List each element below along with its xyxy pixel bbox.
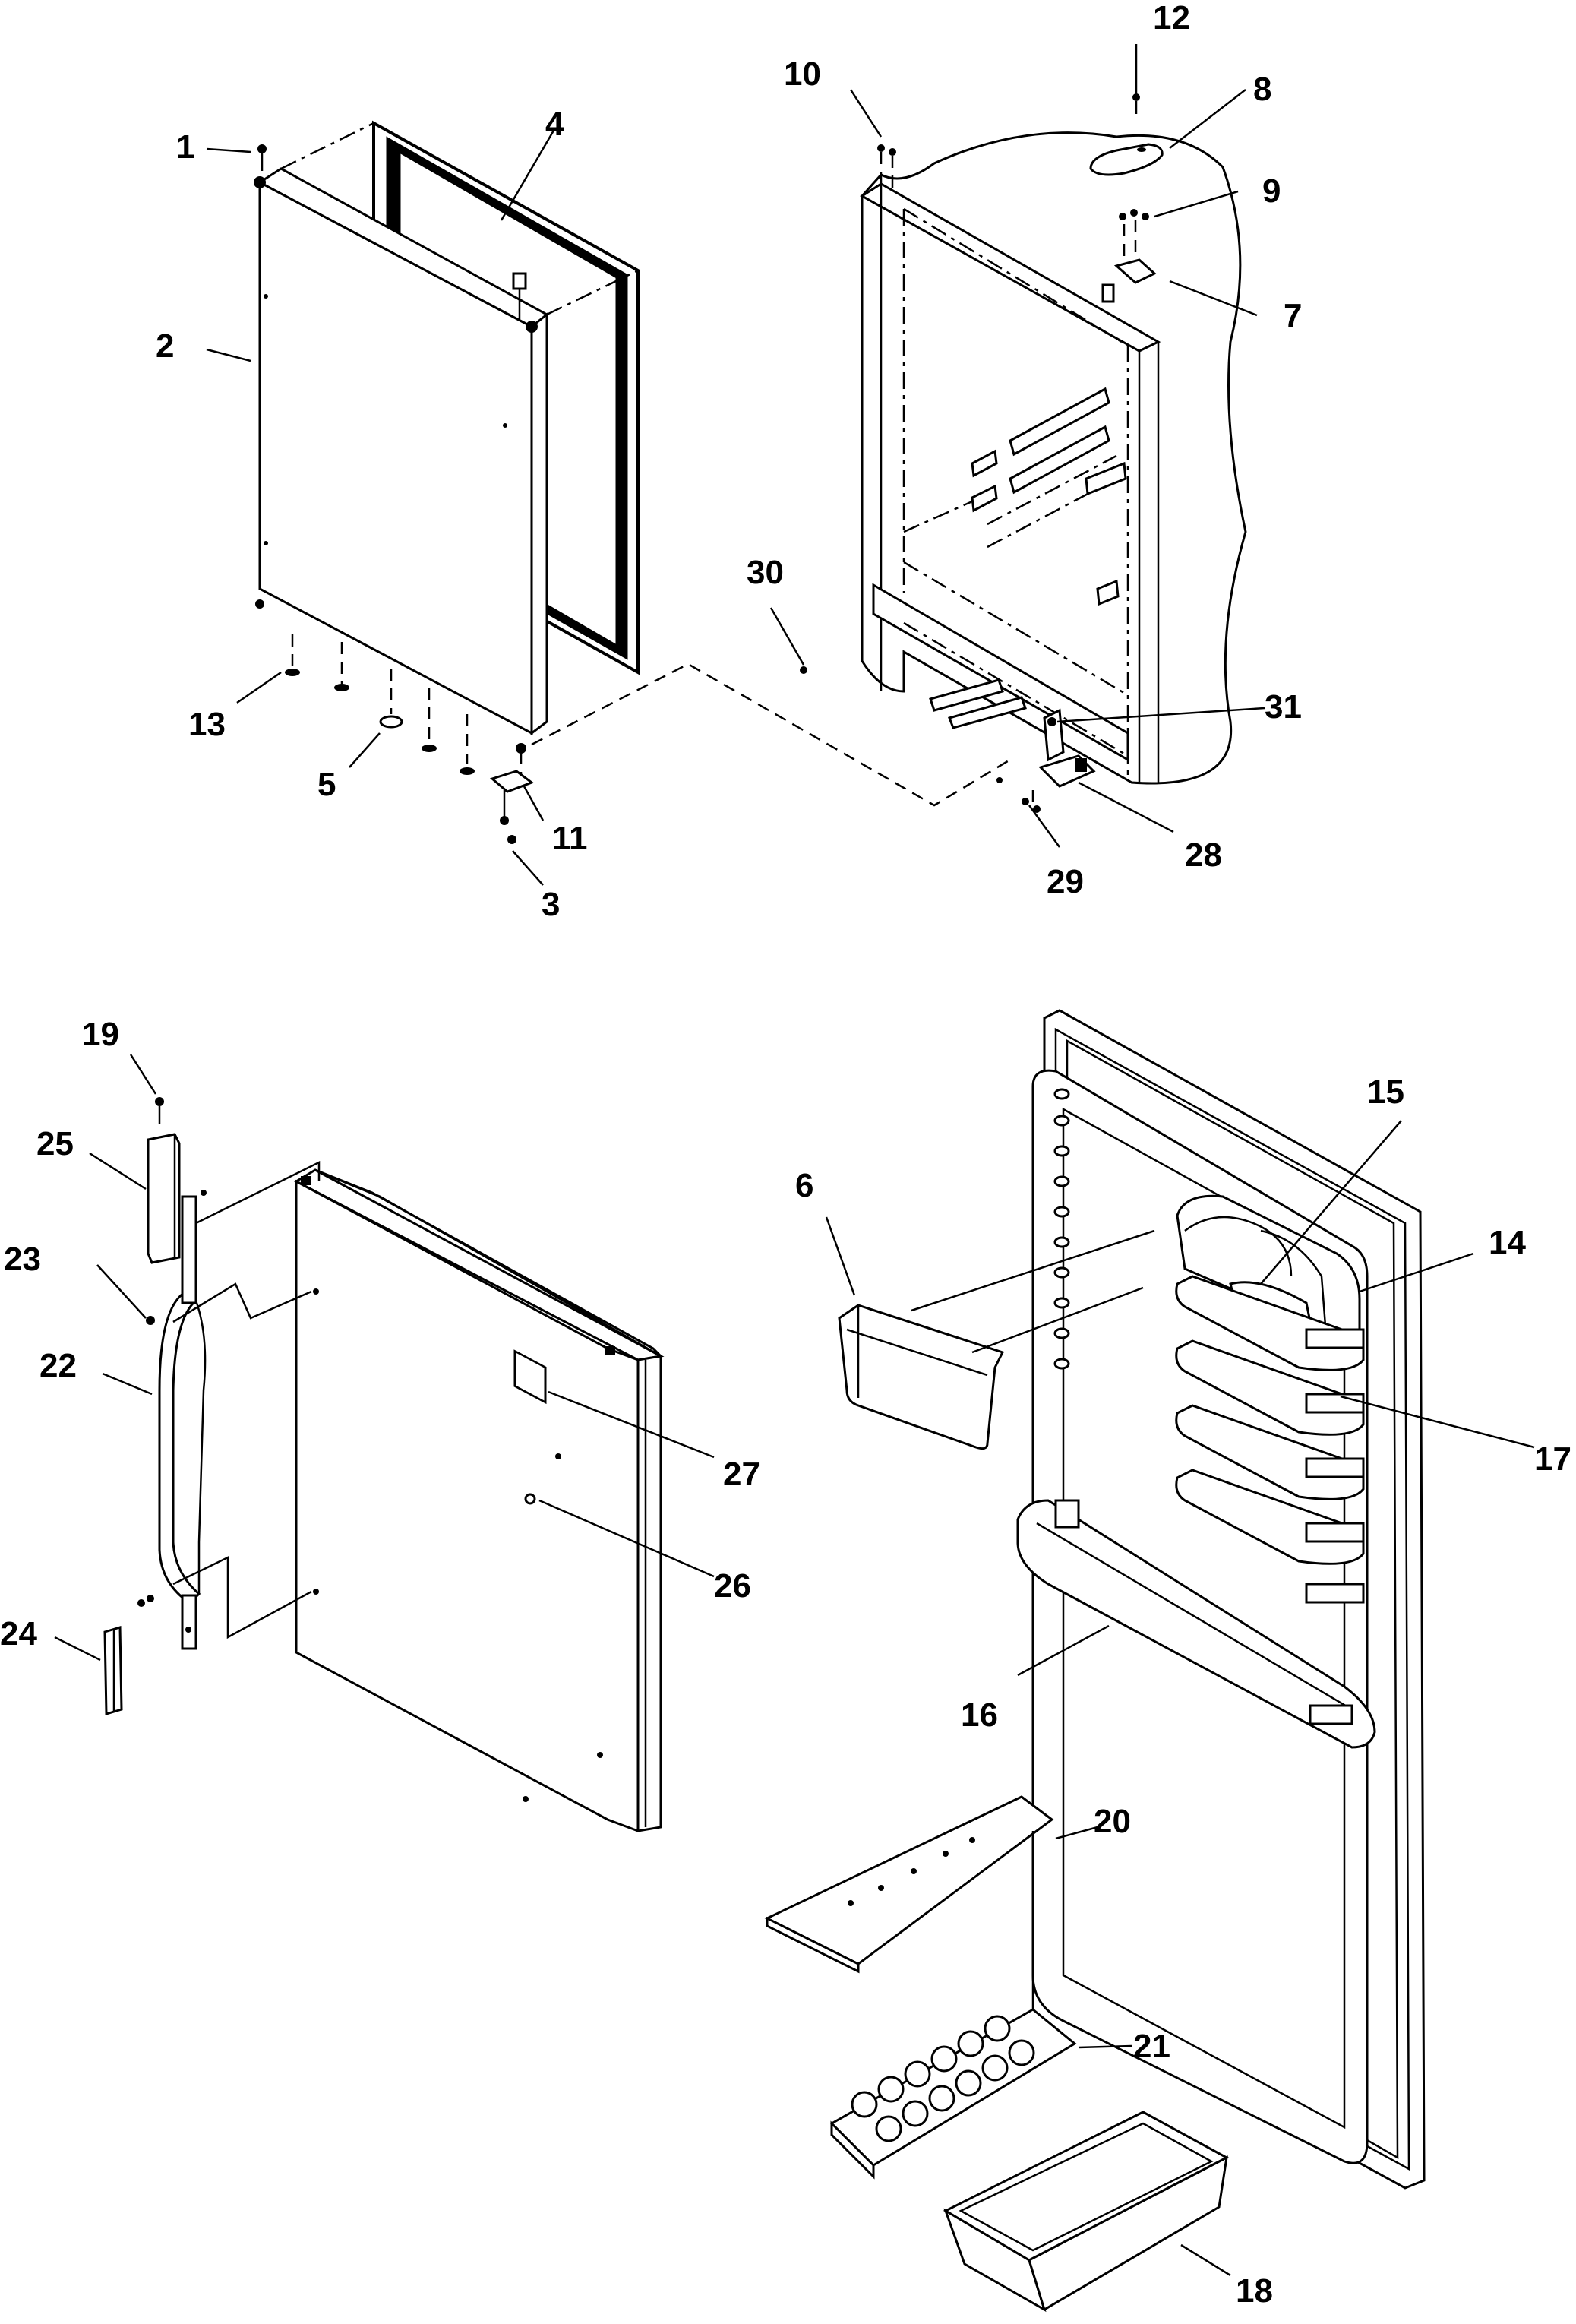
cabinet-divider <box>872 583 1129 762</box>
top-hinge <box>1101 220 1157 303</box>
shelf-rails <box>903 387 1127 606</box>
egg-tray <box>829 2008 1077 2180</box>
screws-9 <box>1119 209 1149 220</box>
bin-mount-line <box>911 1229 1155 1312</box>
screw-12 <box>1132 93 1140 114</box>
door-label <box>513 1349 547 1405</box>
handle-mount-lines <box>195 1160 321 1225</box>
storage-bin-18 <box>943 2111 1230 2313</box>
callout-12: 12 <box>1153 0 1190 36</box>
callout-19: 19 <box>82 1016 119 1053</box>
callout-2: 2 <box>156 327 174 365</box>
screws-10 <box>877 144 896 190</box>
door-shelves <box>1175 1275 1365 1604</box>
callout-1: 1 <box>176 128 194 166</box>
callout-25: 25 <box>36 1125 74 1162</box>
callout-28: 28 <box>1185 836 1222 874</box>
bottom-door-bin <box>1016 1499 1376 1749</box>
freezer-door-panel <box>254 122 639 754</box>
screw-19 <box>155 1097 164 1124</box>
callout-9: 9 <box>1262 172 1281 210</box>
callout-26: 26 <box>714 1567 751 1605</box>
cabinet-assembly <box>800 93 1247 813</box>
screw-1 <box>257 144 267 171</box>
screw-23 <box>146 1316 155 1325</box>
callout-4: 4 <box>545 106 564 143</box>
callout-27: 27 <box>723 1456 760 1493</box>
lower-guides <box>903 621 1129 757</box>
freezer-door-assembly <box>254 120 1011 844</box>
hinge-connector-line <box>531 662 1011 807</box>
callout-5: 5 <box>317 766 336 803</box>
callout-6: 6 <box>795 1167 813 1204</box>
callout-30: 30 <box>747 554 784 591</box>
handle-end-cap-top <box>147 1133 181 1264</box>
callout-10: 10 <box>784 55 821 93</box>
callout-16: 16 <box>961 1696 998 1734</box>
leader-lines <box>54 44 1535 2277</box>
callout-3: 3 <box>542 886 560 923</box>
callout-22: 22 <box>39 1347 77 1384</box>
callout-18: 18 <box>1236 2272 1273 2310</box>
callout-20: 20 <box>1094 1803 1131 1840</box>
door-handle <box>158 1190 207 1650</box>
door-liner-assembly <box>838 1009 1426 2190</box>
fresh-food-door-panel <box>293 1168 665 1833</box>
callout-23: 23 <box>4 1241 41 1278</box>
liner-peg-holes <box>1053 1088 1070 1370</box>
cabinet-bottom-hinge <box>996 708 1096 813</box>
dairy-compartment <box>1176 1194 1361 1347</box>
hinge-pin-top <box>512 272 527 319</box>
shelf-20 <box>764 1795 1054 1974</box>
callout-17: 17 <box>1534 1440 1571 1478</box>
door-plugs <box>285 634 475 775</box>
plug-30 <box>800 666 807 674</box>
callout-29: 29 <box>1047 863 1084 900</box>
fresh-food-door-assembly <box>103 1097 665 1833</box>
callout-11: 11 <box>552 820 588 857</box>
callout-15: 15 <box>1367 1073 1404 1111</box>
bottom-hinge <box>489 752 535 844</box>
callout-21: 21 <box>1133 2028 1170 2065</box>
hinge-cover <box>1089 143 1164 176</box>
handle-end-cap-bottom <box>103 1625 123 1716</box>
callout-8: 8 <box>1253 71 1271 108</box>
callout-14: 14 <box>1489 1224 1526 1261</box>
callout-24: 24 <box>0 1615 37 1652</box>
small-door-bin <box>838 1304 1005 1450</box>
callout-7: 7 <box>1284 297 1302 334</box>
callout-31: 31 <box>1265 688 1302 726</box>
callout-13: 13 <box>188 706 226 743</box>
